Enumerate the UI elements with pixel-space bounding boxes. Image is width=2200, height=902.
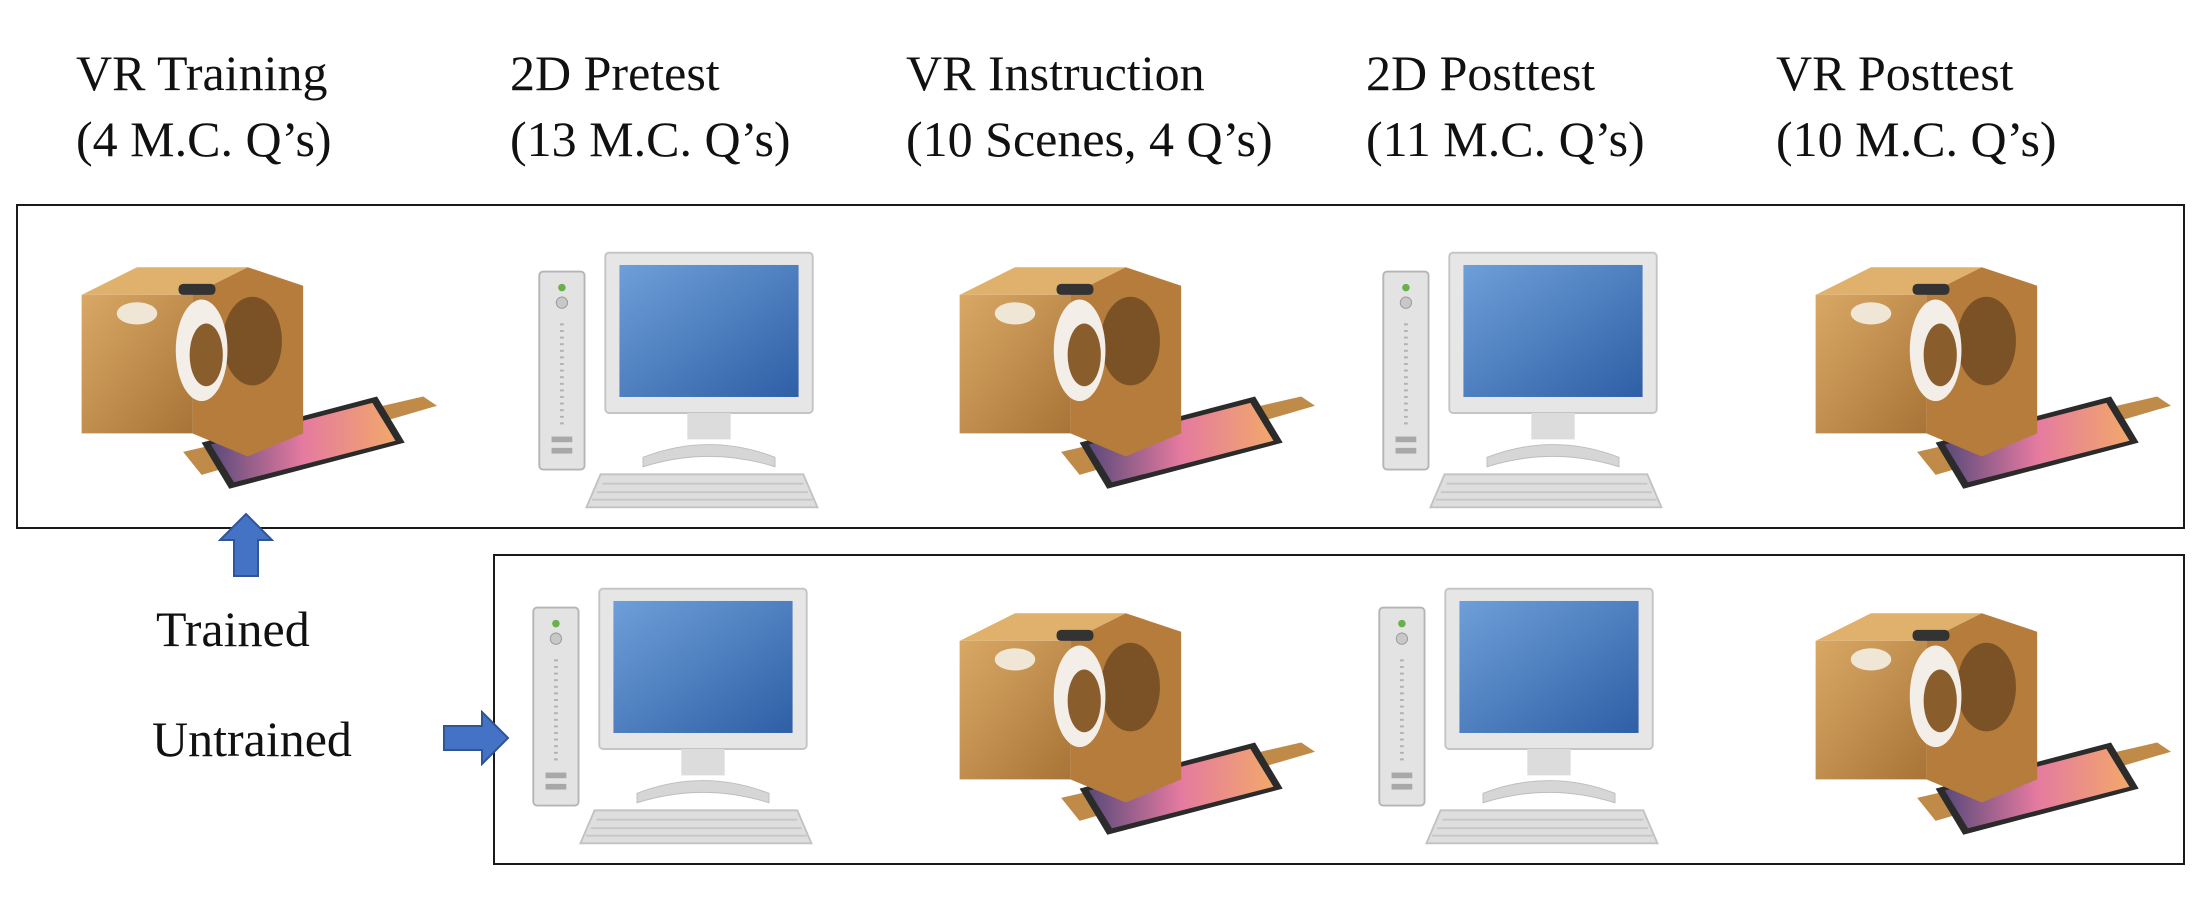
stage-title: VR Posttest [1776, 45, 2014, 101]
vr-headset-icon [940, 258, 1330, 498]
untrained-sequence-frame [493, 554, 2185, 865]
stage-detail: (10 Scenes, 4 Q’s) [906, 111, 1273, 167]
stage-detail: (4 M.C. Q’s) [76, 111, 332, 167]
desktop-computer-icon [526, 248, 826, 512]
vr-headset-icon [62, 258, 452, 498]
up-arrow-icon [218, 512, 274, 577]
desktop-computer-icon [1370, 248, 1670, 512]
untrained-group-label: Untrained [152, 711, 352, 767]
stage-detail: (13 M.C. Q’s) [510, 111, 791, 167]
stage-title: 2D Pretest [510, 45, 720, 101]
stage-header-2d-posttest: 2D Posttest (11 M.C. Q’s) [1366, 40, 1645, 172]
stage-title: VR Training [76, 45, 328, 101]
stage-header-vr-training: VR Training (4 M.C. Q’s) [76, 40, 332, 172]
desktop-computer-icon [520, 584, 820, 848]
vr-headset-icon [1796, 258, 2186, 498]
stage-header-2d-pretest: 2D Pretest (13 M.C. Q’s) [510, 40, 791, 172]
stage-detail: (10 M.C. Q’s) [1776, 111, 2057, 167]
stage-detail: (11 M.C. Q’s) [1366, 111, 1645, 167]
stage-header-vr-instruction: VR Instruction (10 Scenes, 4 Q’s) [906, 40, 1273, 172]
stage-title: 2D Posttest [1366, 45, 1596, 101]
desktop-computer-icon [1366, 584, 1666, 848]
right-arrow-icon [443, 710, 510, 766]
vr-headset-icon [1796, 604, 2186, 844]
trained-sequence-frame [16, 204, 2185, 529]
vr-headset-icon [940, 604, 1330, 844]
stage-header-vr-posttest: VR Posttest (10 M.C. Q’s) [1776, 40, 2057, 172]
stage-title: VR Instruction [906, 45, 1205, 101]
trained-group-label: Trained [156, 601, 310, 657]
